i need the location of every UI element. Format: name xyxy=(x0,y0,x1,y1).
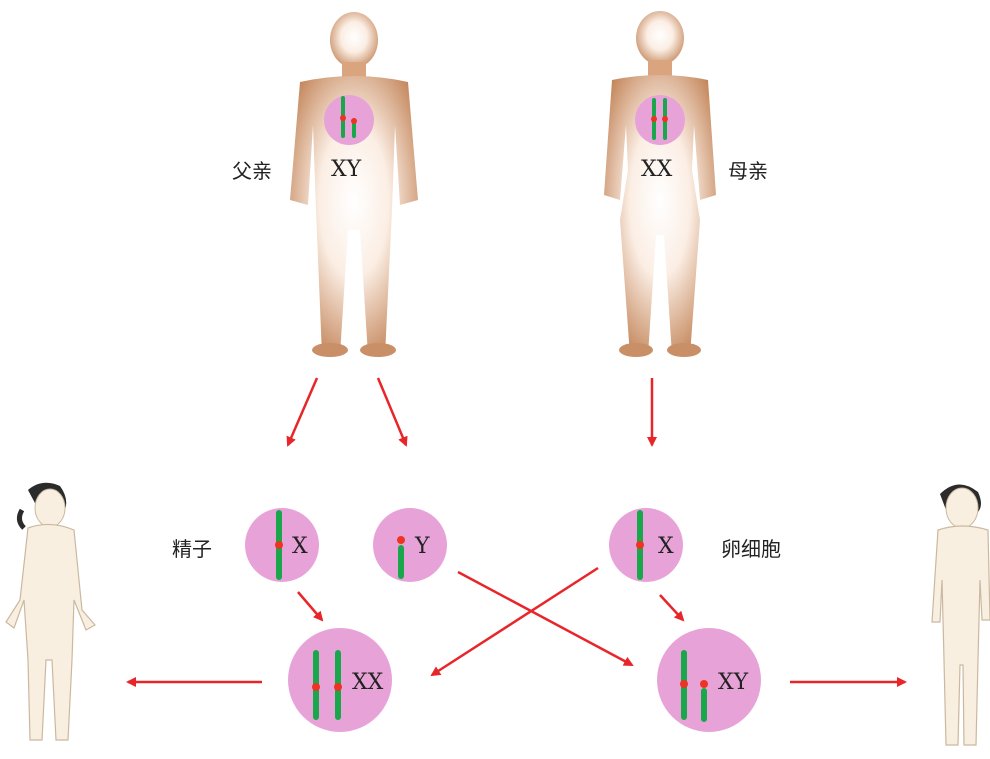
arrow-sperm-y-to-zygote-xy xyxy=(458,572,632,665)
egg-label: 卵细胞 xyxy=(721,533,781,562)
zygote-xx-label: XX xyxy=(352,670,383,695)
arrows xyxy=(128,378,905,682)
father-figure xyxy=(290,12,418,357)
sperm-y-cell xyxy=(373,508,447,582)
zygote-xy-label: XY xyxy=(718,670,748,695)
father-genotype: XY xyxy=(331,157,361,182)
father-cell xyxy=(324,95,374,145)
son-figure xyxy=(932,484,990,745)
sperm-x-label: X xyxy=(292,534,308,559)
mother-label: 母亲 xyxy=(728,155,768,184)
sperm-y-label: Y xyxy=(415,534,430,559)
mother-cell xyxy=(635,95,685,145)
sperm-label: 精子 xyxy=(172,533,212,562)
egg-x-label: X xyxy=(658,534,674,559)
father-label: 父亲 xyxy=(232,155,272,184)
arrow-father-to-sperm-x xyxy=(288,378,317,445)
mother-figure xyxy=(604,11,716,357)
arrow-sperm-x-to-zygote-xx xyxy=(298,592,322,620)
arrow-egg-to-zygote-xx xyxy=(432,568,598,675)
mother-genotype: XX xyxy=(641,157,672,182)
arrow-egg-to-zygote-xy xyxy=(660,595,683,620)
arrow-father-to-sperm-y xyxy=(378,378,406,445)
daughter-figure xyxy=(6,483,95,740)
